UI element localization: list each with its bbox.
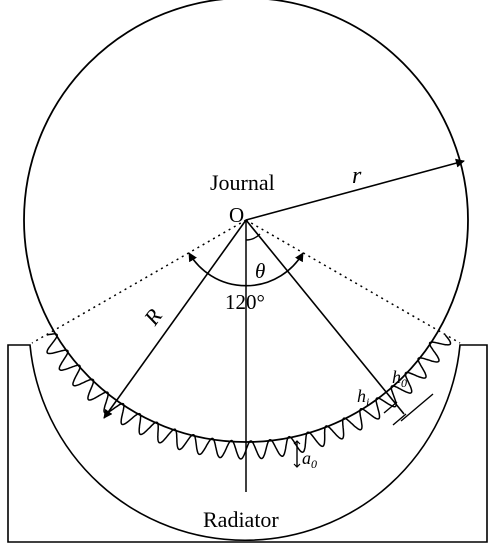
radius-R-arrow xyxy=(103,219,247,419)
radius-r-label: r xyxy=(352,163,362,189)
angle-label: 120° xyxy=(225,290,265,314)
theta-arc xyxy=(245,233,261,241)
center-label: O xyxy=(229,203,244,227)
radial-line-right xyxy=(245,219,405,415)
h-0-label: h0 xyxy=(392,367,407,390)
angle-120-arc xyxy=(188,252,304,287)
h-i-label: hi xyxy=(357,386,369,409)
clearance-markers xyxy=(383,393,434,426)
radiator-label: Radiator xyxy=(203,507,279,532)
a-0-label: a0 xyxy=(302,448,317,471)
a0-marker xyxy=(293,440,301,468)
radiator-block xyxy=(7,344,488,543)
journal-label: Journal xyxy=(210,170,275,195)
theta-label: θ xyxy=(255,259,265,283)
dotted-line-right xyxy=(245,219,461,344)
radius-r-arrow xyxy=(245,158,465,221)
dotted-line-left xyxy=(31,219,247,344)
radius-R-label: R xyxy=(138,304,167,331)
